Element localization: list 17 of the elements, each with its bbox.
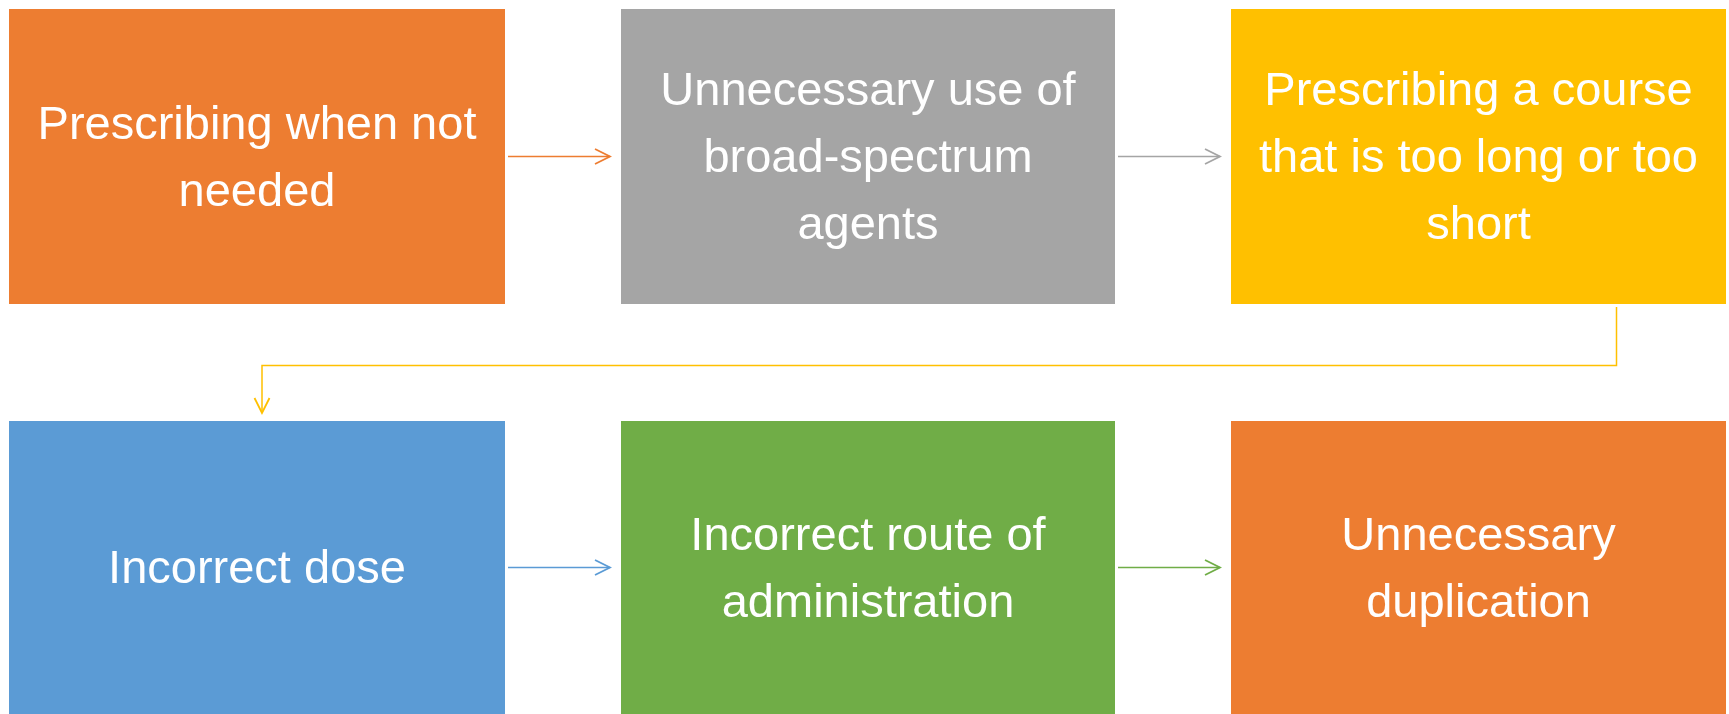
box-label: Incorrect route of administration	[689, 505, 1047, 629]
arrow	[1117, 148, 1221, 165]
process-box	[621, 421, 1115, 714]
box-label: Prescribing when not needed	[36, 94, 478, 218]
arrow	[507, 148, 611, 165]
arrow	[1117, 559, 1221, 576]
process-box	[1231, 9, 1726, 304]
process-box	[1231, 421, 1726, 714]
box-label: Incorrect dose	[108, 539, 406, 596]
process-box	[621, 9, 1115, 304]
box-label: Unnecessary use of broad-spectrum agents	[659, 61, 1077, 251]
arrow	[253, 306, 1618, 414]
box-label: Unnecessary duplication	[1340, 505, 1617, 629]
box-label: Prescribing a course that is too long or too short	[1258, 61, 1699, 251]
process-box	[9, 421, 505, 714]
arrow	[507, 559, 611, 576]
process-box	[9, 9, 505, 304]
